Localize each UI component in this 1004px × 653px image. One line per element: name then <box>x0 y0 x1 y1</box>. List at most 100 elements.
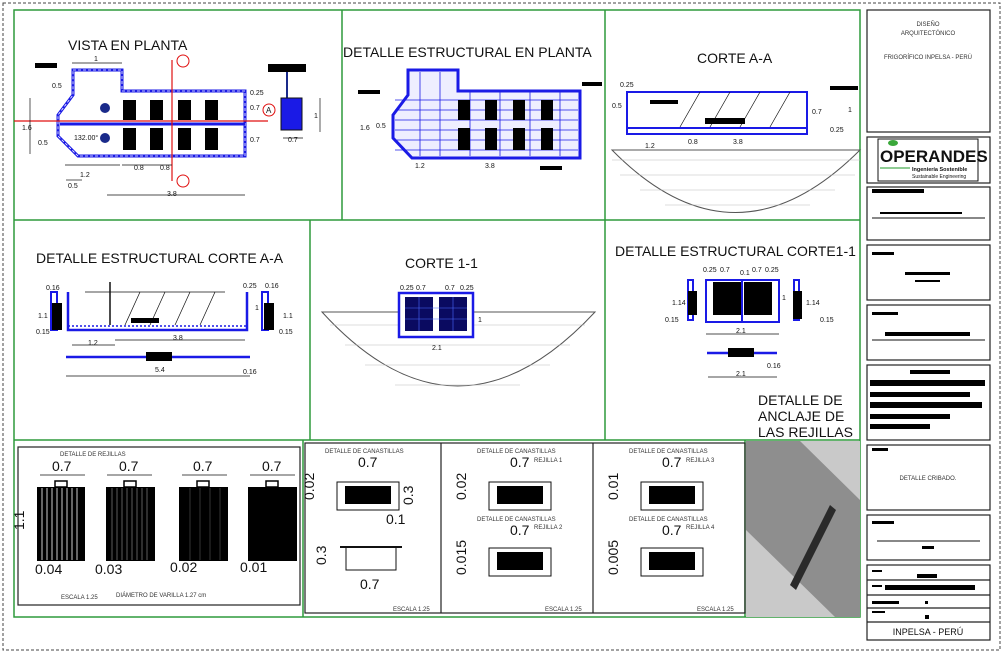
rejilla-2 <box>106 480 155 561</box>
svg-text:1.1: 1.1 <box>11 510 27 530</box>
svg-text:1: 1 <box>848 107 852 114</box>
svg-text:3.8: 3.8 <box>733 139 743 146</box>
svg-text:2.1: 2.1 <box>736 371 746 378</box>
svg-text:1: 1 <box>782 295 786 302</box>
svg-text:0.25: 0.25 <box>703 267 717 274</box>
svg-text:DETALLE CRIBADO.: DETALLE CRIBADO. <box>900 476 957 482</box>
svg-text:0.25: 0.25 <box>243 283 257 290</box>
svg-text:ESCALA 1.25: ESCALA 1.25 <box>393 607 430 613</box>
svg-text:1.2: 1.2 <box>415 163 425 170</box>
operandes-logo: OPERANDES Ingeniería Sostenible Sustaina… <box>877 138 988 182</box>
svg-text:0.16: 0.16 <box>243 369 257 376</box>
svg-text:ANCLAJE DE: ANCLAJE DE <box>758 408 844 424</box>
svg-text:0.7: 0.7 <box>288 137 298 144</box>
svg-text:2.1: 2.1 <box>432 345 442 352</box>
svg-text:0.7: 0.7 <box>510 454 530 470</box>
panel-dividers <box>14 10 860 617</box>
svg-text:0.25: 0.25 <box>460 285 474 292</box>
svg-text:0.5: 0.5 <box>38 140 48 147</box>
panel-detalle-estructural-corte-aa: DETALLE ESTRUCTURAL CORTE A-A 0.16 1.1 0… <box>36 250 293 377</box>
svg-text:Ingeniería Sostenible: Ingeniería Sostenible <box>912 167 967 173</box>
svg-text:0.15: 0.15 <box>279 329 293 336</box>
svg-text:1: 1 <box>478 317 482 324</box>
footer-label: INPELSA - PERÚ <box>893 627 964 637</box>
svg-text:1: 1 <box>314 113 318 120</box>
svg-text:1.2: 1.2 <box>645 143 655 150</box>
section-marker-a <box>262 103 276 117</box>
svg-text:0.005: 0.005 <box>605 540 621 575</box>
panel-detalle-canastillas: DETALLE DE CANASTILLAS 0.7 0.02 0.3 0.1 … <box>301 442 746 614</box>
svg-text:0.7: 0.7 <box>52 458 72 474</box>
svg-text:0.7: 0.7 <box>445 285 455 292</box>
svg-text:DETALLE DE CANASTILLAS: DETALLE DE CANASTILLAS <box>477 449 556 455</box>
svg-text:0.5: 0.5 <box>376 123 386 130</box>
svg-text:0.7: 0.7 <box>193 458 213 474</box>
svg-text:0.25: 0.25 <box>830 127 844 134</box>
svg-text:1.1: 1.1 <box>38 313 48 320</box>
panel-vista-en-planta: VISTA EN PLANTA A 1 0.5 1.6 0.5 1.2 0.5 … <box>14 37 321 198</box>
svg-text:1.6: 1.6 <box>360 125 370 132</box>
panel-detalle-estructural-corte-11: DETALLE ESTRUCTURAL CORTE1-1 0.25 0.7 0.… <box>615 243 856 440</box>
svg-text:0.16: 0.16 <box>265 283 279 290</box>
svg-text:1.6: 1.6 <box>22 125 32 132</box>
svg-text:ESCALA 1.25: ESCALA 1.25 <box>697 607 734 613</box>
svg-text:CORTE A-A: CORTE A-A <box>697 50 773 66</box>
svg-text:0.25: 0.25 <box>765 267 779 274</box>
svg-text:1.2: 1.2 <box>88 340 98 347</box>
svg-text:0.01: 0.01 <box>240 559 267 575</box>
svg-text:0.7: 0.7 <box>360 576 380 592</box>
svg-text:A: A <box>266 106 272 115</box>
svg-text:3.8: 3.8 <box>167 191 177 198</box>
svg-text:0.02: 0.02 <box>453 473 469 500</box>
svg-text:0.7: 0.7 <box>358 454 378 470</box>
svg-text:0.16: 0.16 <box>767 363 781 370</box>
svg-text:0.01: 0.01 <box>605 473 621 500</box>
svg-text:0.03: 0.03 <box>95 561 122 577</box>
rejilla-1 <box>37 480 85 561</box>
svg-text:0.8: 0.8 <box>688 139 698 146</box>
title-block: DISEÑO ARQUITECTÓNICO FRIGORÍFICO INPELS… <box>866 9 991 641</box>
panel-detalle-estructural-planta: DETALLE ESTRUCTURAL EN PLANTA 1.6 0.5 1.… <box>343 44 602 170</box>
svg-text:0.25: 0.25 <box>250 90 264 97</box>
svg-text:ARQUITECTÓNICO: ARQUITECTÓNICO <box>901 30 956 37</box>
panel-anclaje-3d-view <box>746 441 860 617</box>
svg-text:0.7: 0.7 <box>752 267 762 274</box>
svg-text:0.04: 0.04 <box>35 561 62 577</box>
svg-text:ESCALA 1.25: ESCALA 1.25 <box>61 595 98 601</box>
svg-text:1: 1 <box>255 305 259 312</box>
svg-text:0.5: 0.5 <box>52 83 62 90</box>
svg-text:0.25: 0.25 <box>400 285 414 292</box>
svg-text:0.7: 0.7 <box>720 267 730 274</box>
svg-text:0.15: 0.15 <box>665 317 679 324</box>
svg-text:0.7: 0.7 <box>510 522 530 538</box>
panel-corte-aa: CORTE A-A 0.25 0.5 1.2 0.8 3.8 0.7 0.25 … <box>610 50 862 213</box>
svg-text:0.15: 0.15 <box>36 329 50 336</box>
svg-text:0.7: 0.7 <box>812 109 822 116</box>
svg-text:1: 1 <box>94 56 98 63</box>
svg-text:DETALLE DE: DETALLE DE <box>758 392 843 408</box>
svg-text:0.1: 0.1 <box>386 511 406 527</box>
section-marker <box>176 54 190 68</box>
svg-text:1.2: 1.2 <box>80 172 90 179</box>
svg-text:0.3: 0.3 <box>400 485 416 505</box>
svg-text:0.7: 0.7 <box>262 458 282 474</box>
svg-text:OPERANDES: OPERANDES <box>880 147 988 166</box>
svg-text:Sustainable Engineering: Sustainable Engineering <box>912 174 966 180</box>
svg-text:2.1: 2.1 <box>736 328 746 335</box>
svg-text:REJILLA 4: REJILLA 4 <box>686 525 715 531</box>
svg-text:LAS REJILLAS: LAS REJILLAS <box>758 424 853 440</box>
svg-text:DETALLE DE CANASTILLAS: DETALLE DE CANASTILLAS <box>629 517 708 523</box>
svg-text:0.02: 0.02 <box>170 559 197 575</box>
svg-text:0.8: 0.8 <box>160 165 170 172</box>
svg-text:0.3: 0.3 <box>313 545 329 565</box>
svg-text:0.5: 0.5 <box>68 183 78 190</box>
svg-text:5.4: 5.4 <box>155 367 165 374</box>
svg-text:0.02: 0.02 <box>301 473 317 500</box>
svg-text:1.14: 1.14 <box>672 300 686 307</box>
svg-text:REJILLA 1: REJILLA 1 <box>534 458 563 464</box>
svg-text:0.25: 0.25 <box>620 82 634 89</box>
svg-text:0.1: 0.1 <box>740 270 750 277</box>
svg-text:0.7: 0.7 <box>250 105 260 112</box>
svg-text:0.7: 0.7 <box>662 522 682 538</box>
